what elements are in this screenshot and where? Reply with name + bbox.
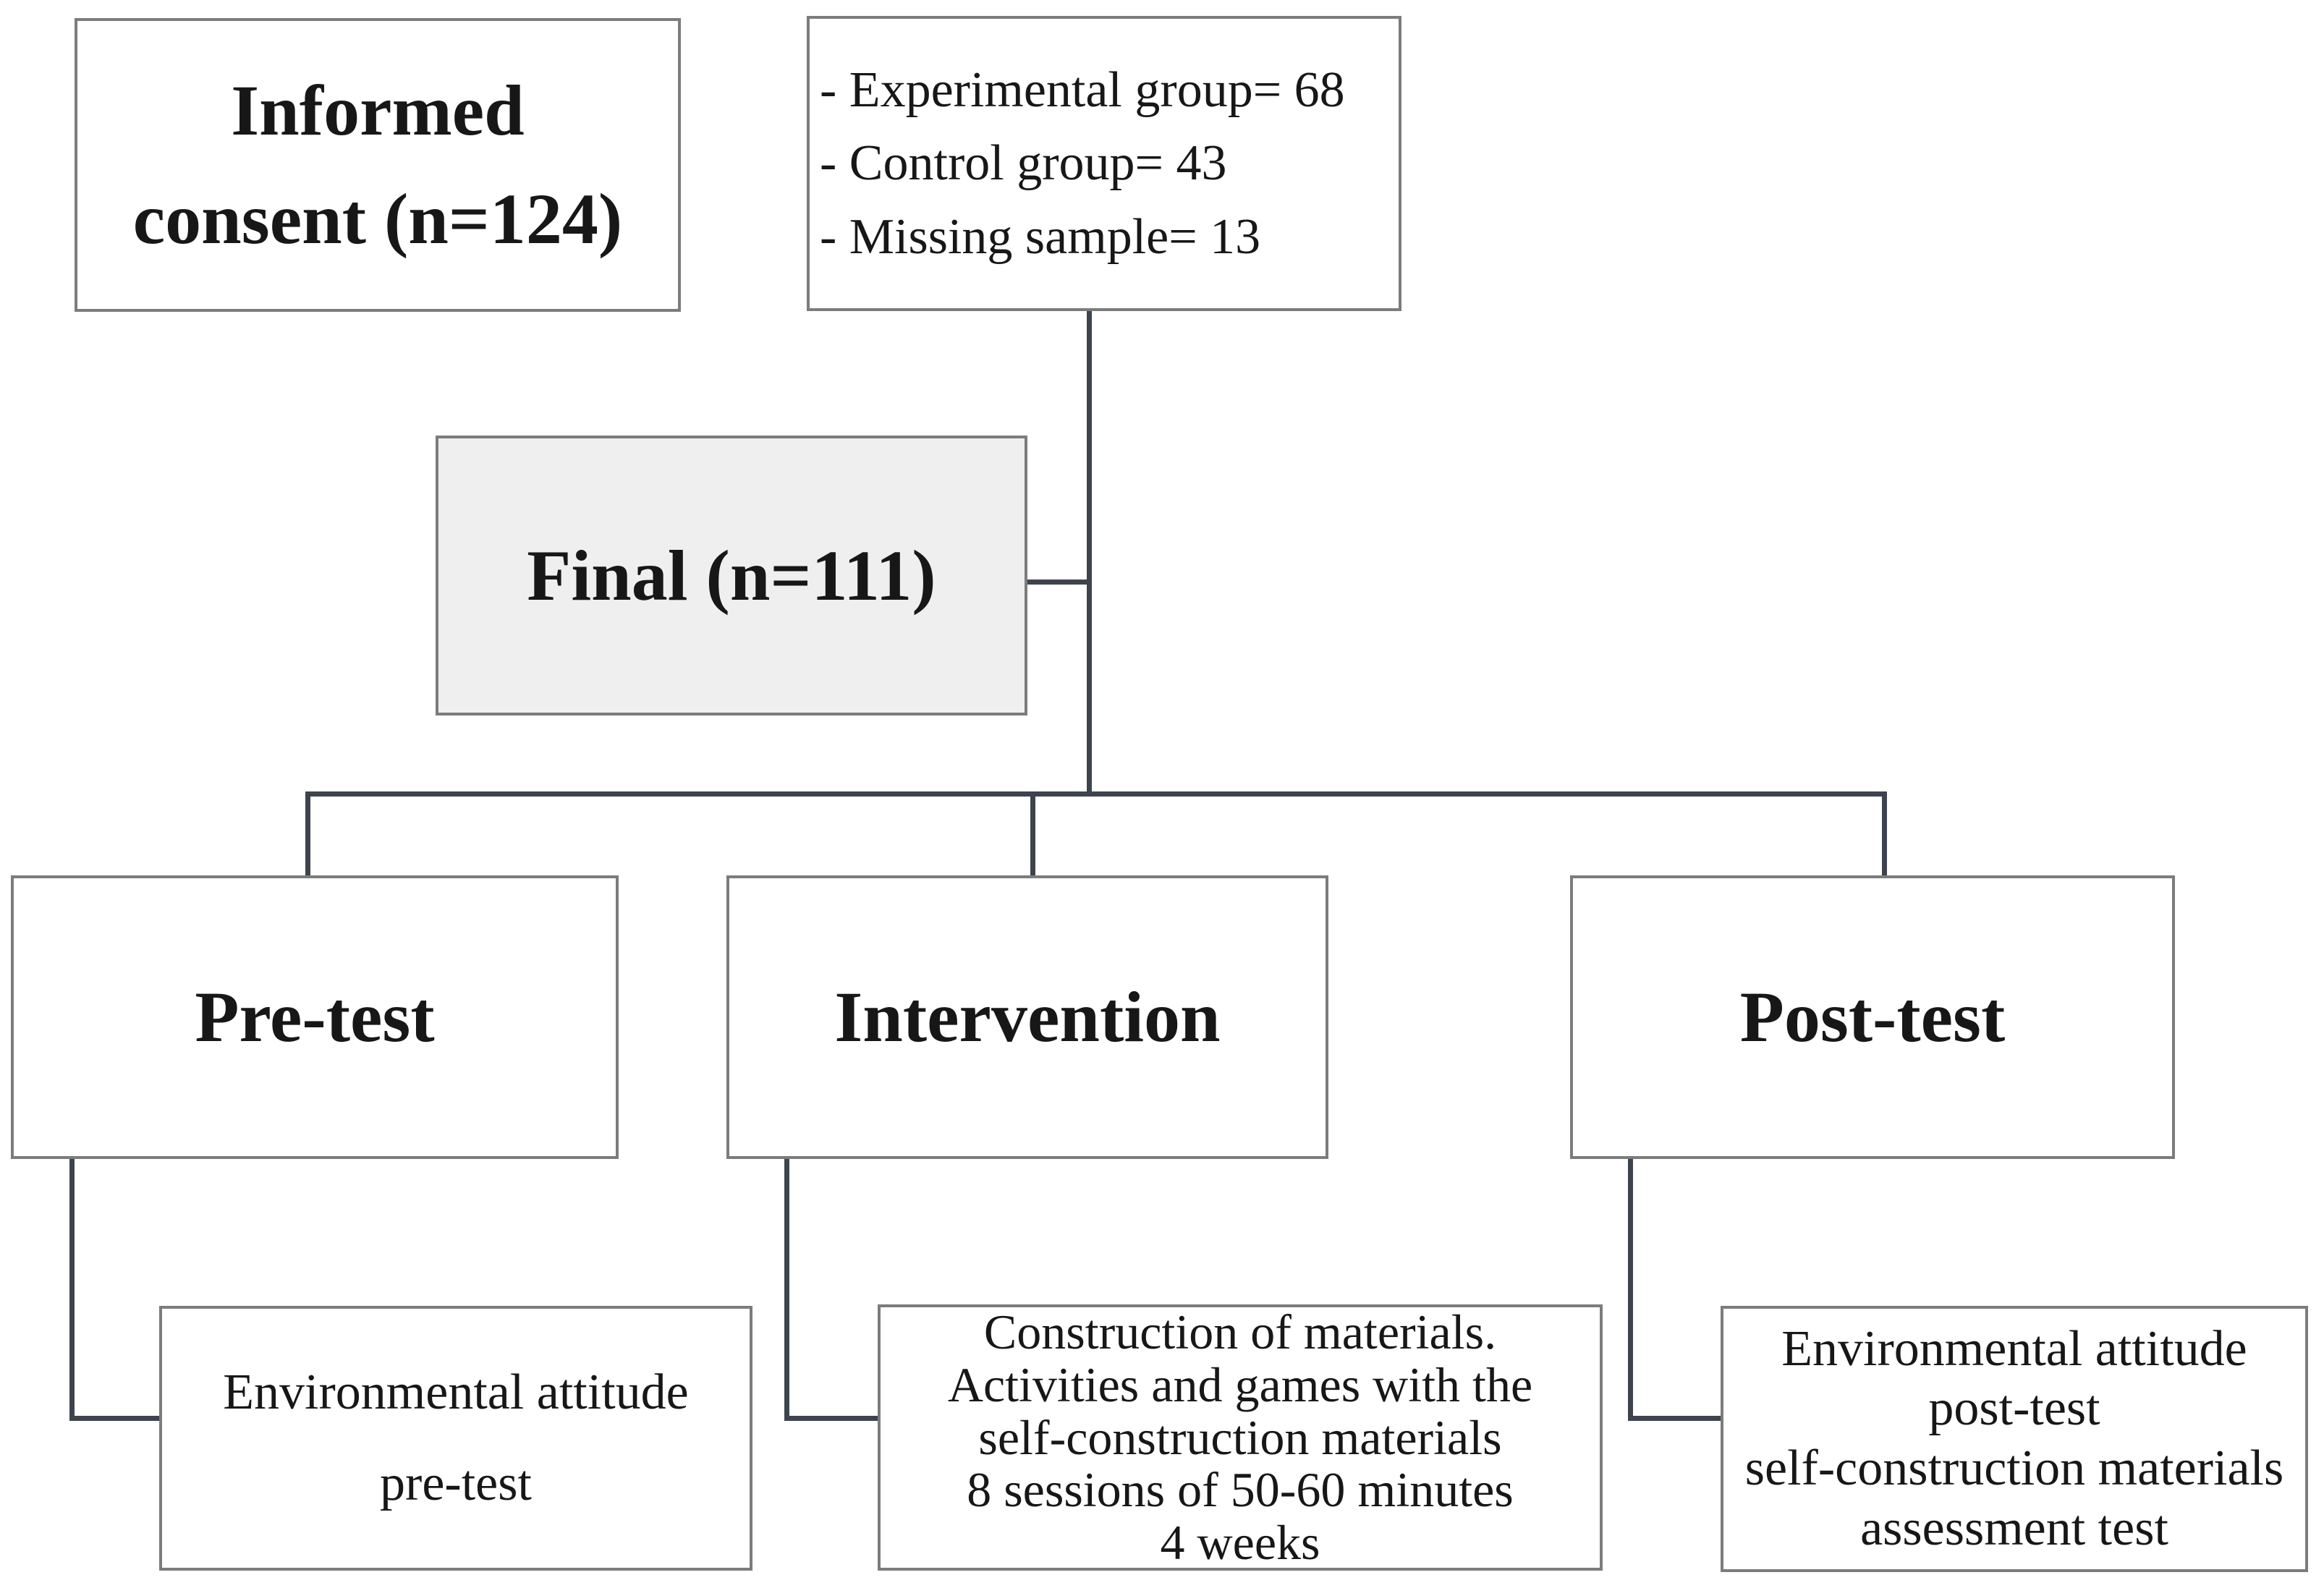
sample-groups-line-missing: - Missing sample= 13 <box>820 208 1261 265</box>
final-sample-box: Final (n=111) <box>436 436 1027 716</box>
pretest-detail-box: Environmental attitude pre-test <box>159 1306 752 1571</box>
connector-stub-intervention <box>1030 791 1035 878</box>
posttest-detail-line-3: self-construction materials <box>1744 1440 2284 1496</box>
posttest-detail-line-2: post-test <box>1928 1380 2100 1437</box>
connector-intervention-elbow <box>784 1416 881 1421</box>
sample-groups-box: - Experimental group= 68 - Control group… <box>807 16 1401 311</box>
pretest-detail-line-1: Environmental attitude <box>223 1364 689 1420</box>
intervention-phase-box: Intervention <box>726 875 1328 1159</box>
pretest-phase-box: Pre-test <box>11 875 619 1159</box>
connector-pretest-elbow <box>69 1416 162 1421</box>
posttest-detail-line-4: assessment test <box>1860 1500 2168 1556</box>
sample-groups-line-experimental: - Experimental group= 68 <box>820 61 1345 118</box>
informed-consent-line-2: consent (n=124) <box>132 179 623 259</box>
intervention-detail-line-3: self-construction materials <box>978 1409 1502 1465</box>
connector-groups-to-branch-vertical <box>1087 310 1092 796</box>
connector-final-to-vertical <box>1025 579 1090 585</box>
intervention-detail-line-2: Activities and games with the <box>947 1356 1533 1412</box>
pretest-detail-line-2: pre-test <box>380 1456 532 1511</box>
connector-stub-posttest <box>1882 791 1887 878</box>
posttest-phase-box: Post-test <box>1570 875 2175 1159</box>
connector-stub-pretest <box>305 791 310 878</box>
intervention-detail-line-1: Construction of materials. <box>983 1304 1497 1360</box>
intervention-phase-label: Intervention <box>834 977 1221 1057</box>
informed-consent-line-1: Informed <box>231 70 525 150</box>
informed-consent-box: Informed consent (n=124) <box>75 18 681 312</box>
connector-branch-horizontal <box>305 791 1887 797</box>
pretest-phase-label: Pre-test <box>195 977 435 1057</box>
final-sample-label: Final (n=111) <box>527 535 936 616</box>
posttest-detail-line-1: Environmental attitude <box>1781 1320 2247 1377</box>
intervention-detail-line-4: 8 sessions of 50-60 minutes <box>967 1462 1514 1518</box>
sample-groups-line-control: - Control group= 43 <box>820 135 1227 192</box>
intervention-detail-line-5: 4 weeks <box>1160 1515 1320 1571</box>
intervention-detail-box: Construction of materials. Activities an… <box>878 1304 1603 1571</box>
posttest-detail-box: Environmental attitude post-test self-co… <box>1721 1306 2308 1572</box>
connector-pretest-drop <box>69 1156 75 1421</box>
connector-intervention-drop <box>784 1156 789 1421</box>
connector-posttest-drop <box>1628 1156 1633 1421</box>
posttest-phase-label: Post-test <box>1739 977 2006 1057</box>
connector-posttest-elbow <box>1628 1416 1723 1421</box>
